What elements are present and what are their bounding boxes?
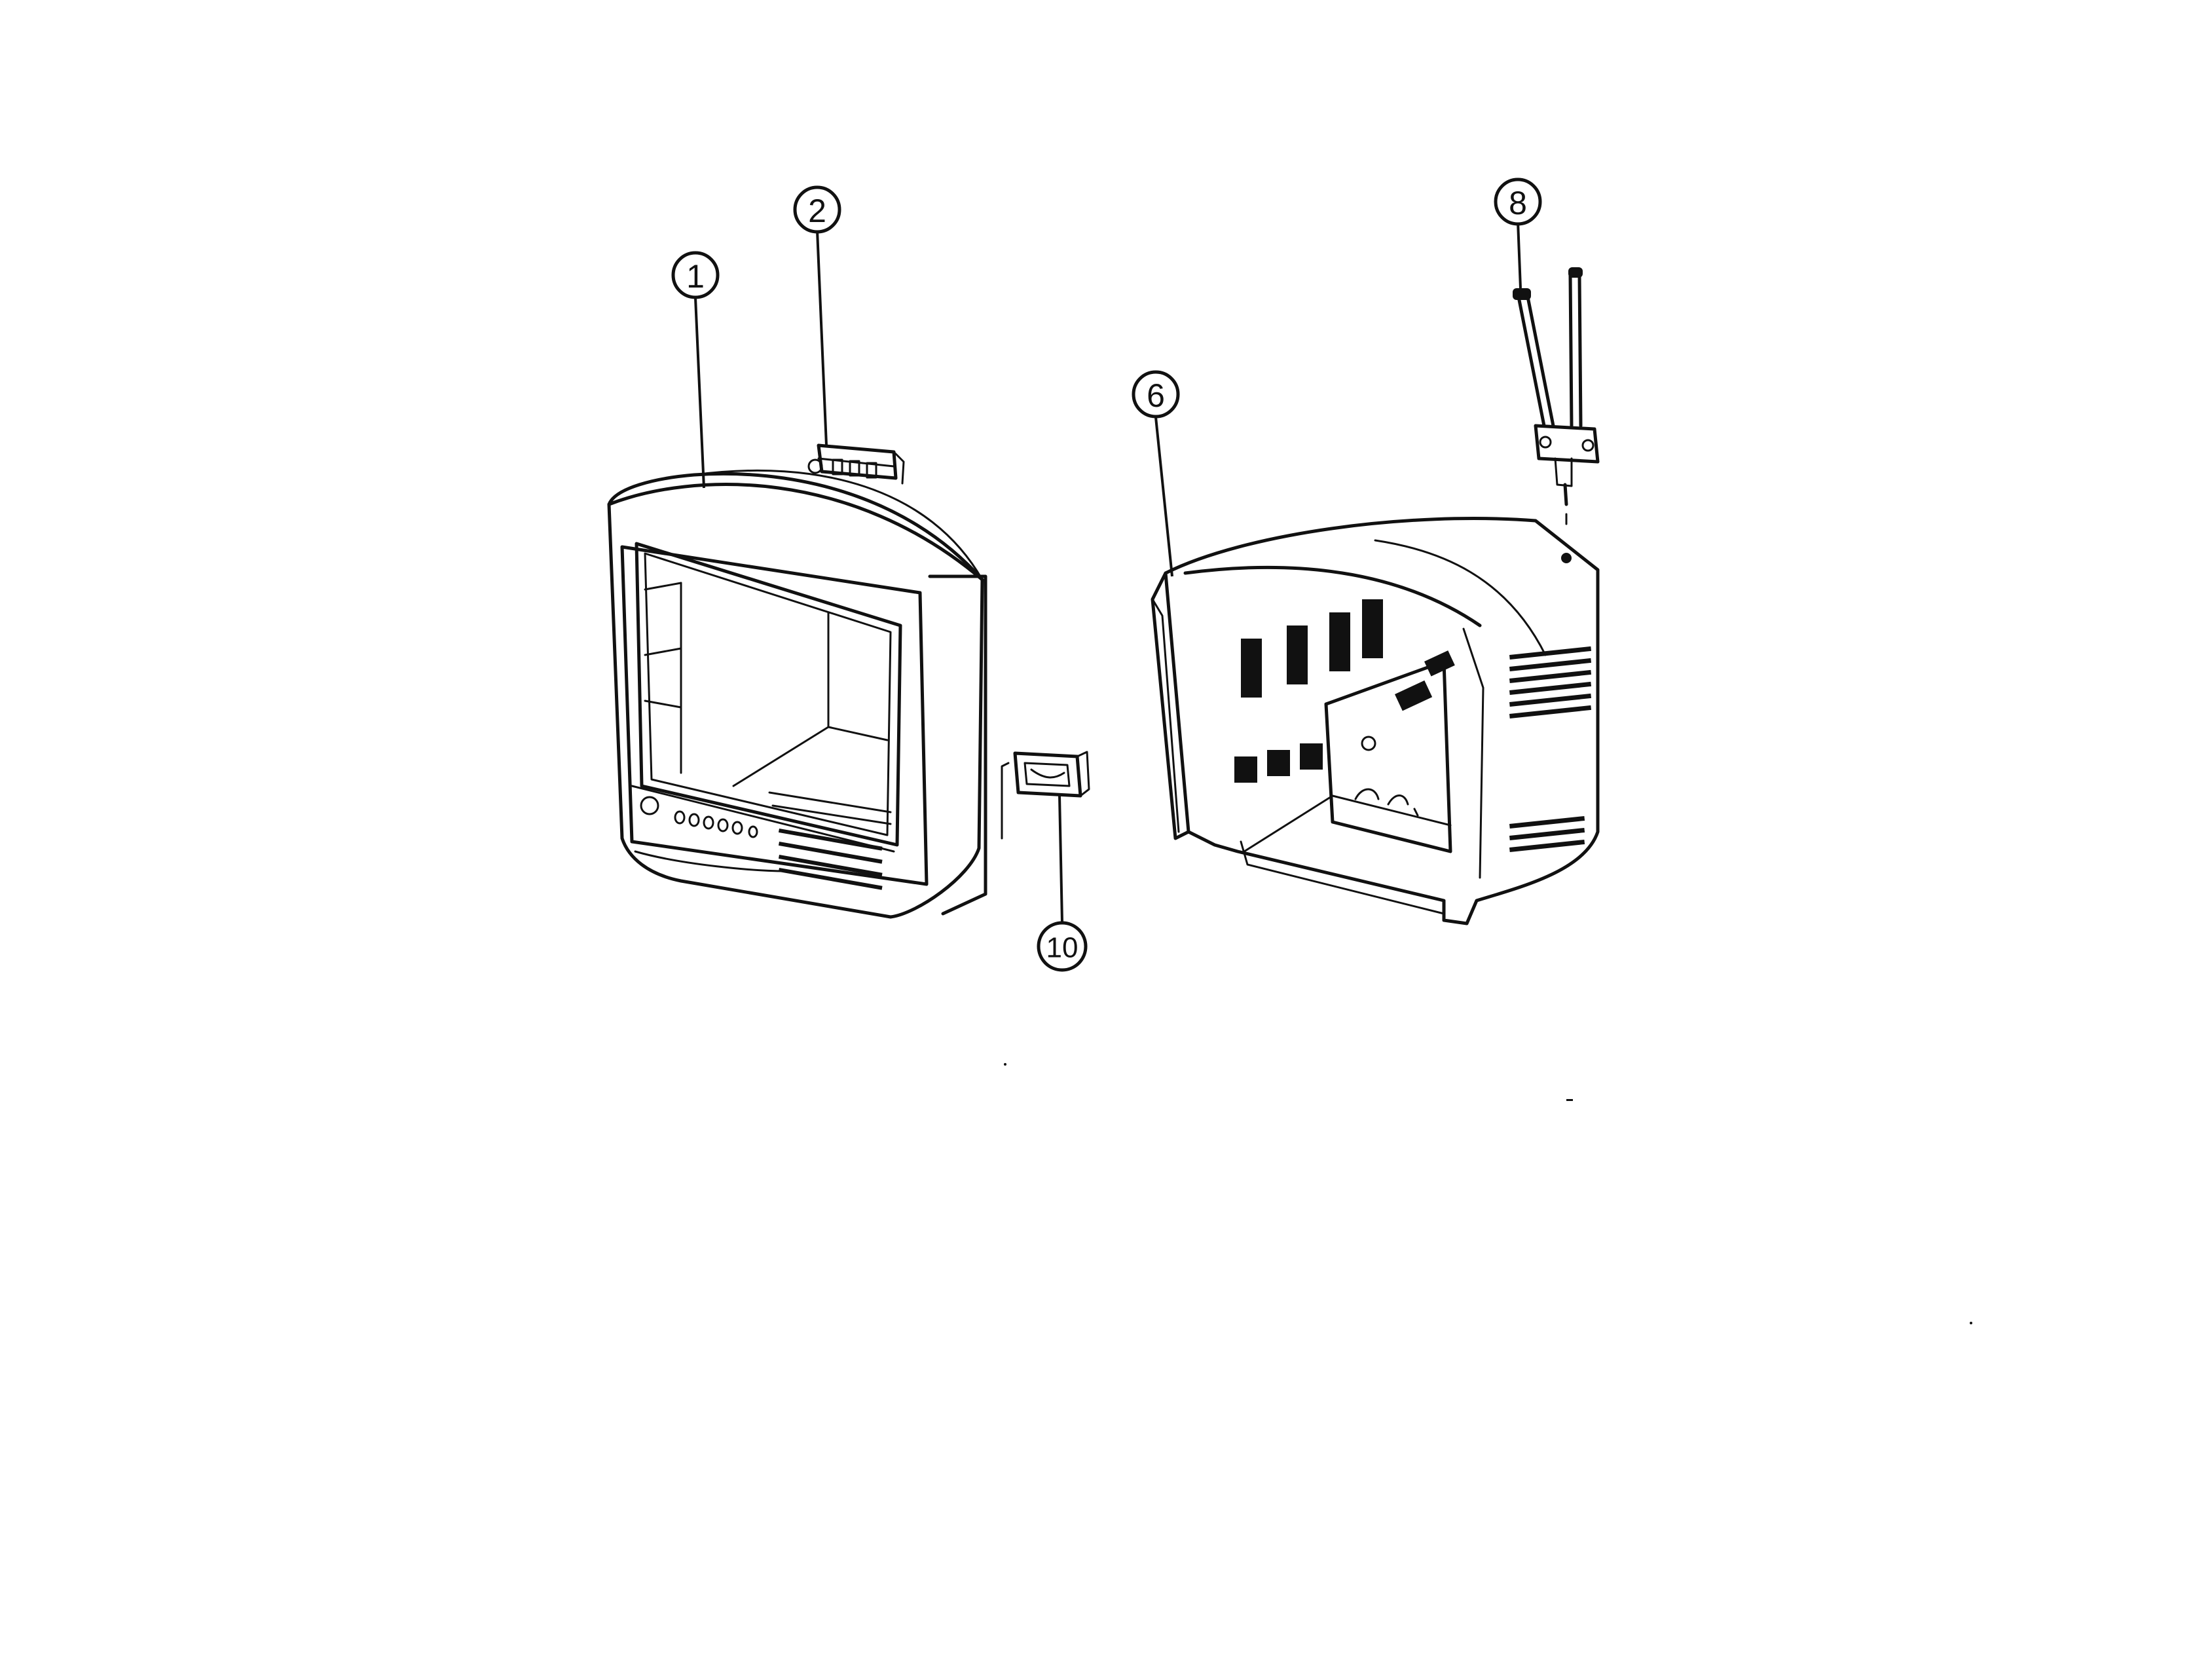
control-bracket-icon <box>807 443 905 485</box>
scan-speck <box>1566 1099 1573 1101</box>
callout-label: 8 <box>1509 185 1527 221</box>
back-cabinet-icon <box>1151 517 1600 925</box>
callout-10: 10 <box>1037 921 1088 972</box>
scan-speck <box>1970 1322 1972 1324</box>
callout-label: 2 <box>808 193 826 229</box>
antenna-icon <box>1513 267 1600 563</box>
callout-6: 6 <box>1132 370 1180 419</box>
callout-label: 10 <box>1046 932 1078 964</box>
speaker-icon <box>1001 751 1090 840</box>
callout-2: 2 <box>793 185 841 234</box>
scan-speck <box>1004 1063 1006 1066</box>
callout-label: 1 <box>686 258 705 295</box>
front-cabinet-icon <box>607 469 987 919</box>
callout-label: 6 <box>1147 377 1165 414</box>
callout-8: 8 <box>1494 177 1542 226</box>
callout-1: 1 <box>671 251 720 299</box>
